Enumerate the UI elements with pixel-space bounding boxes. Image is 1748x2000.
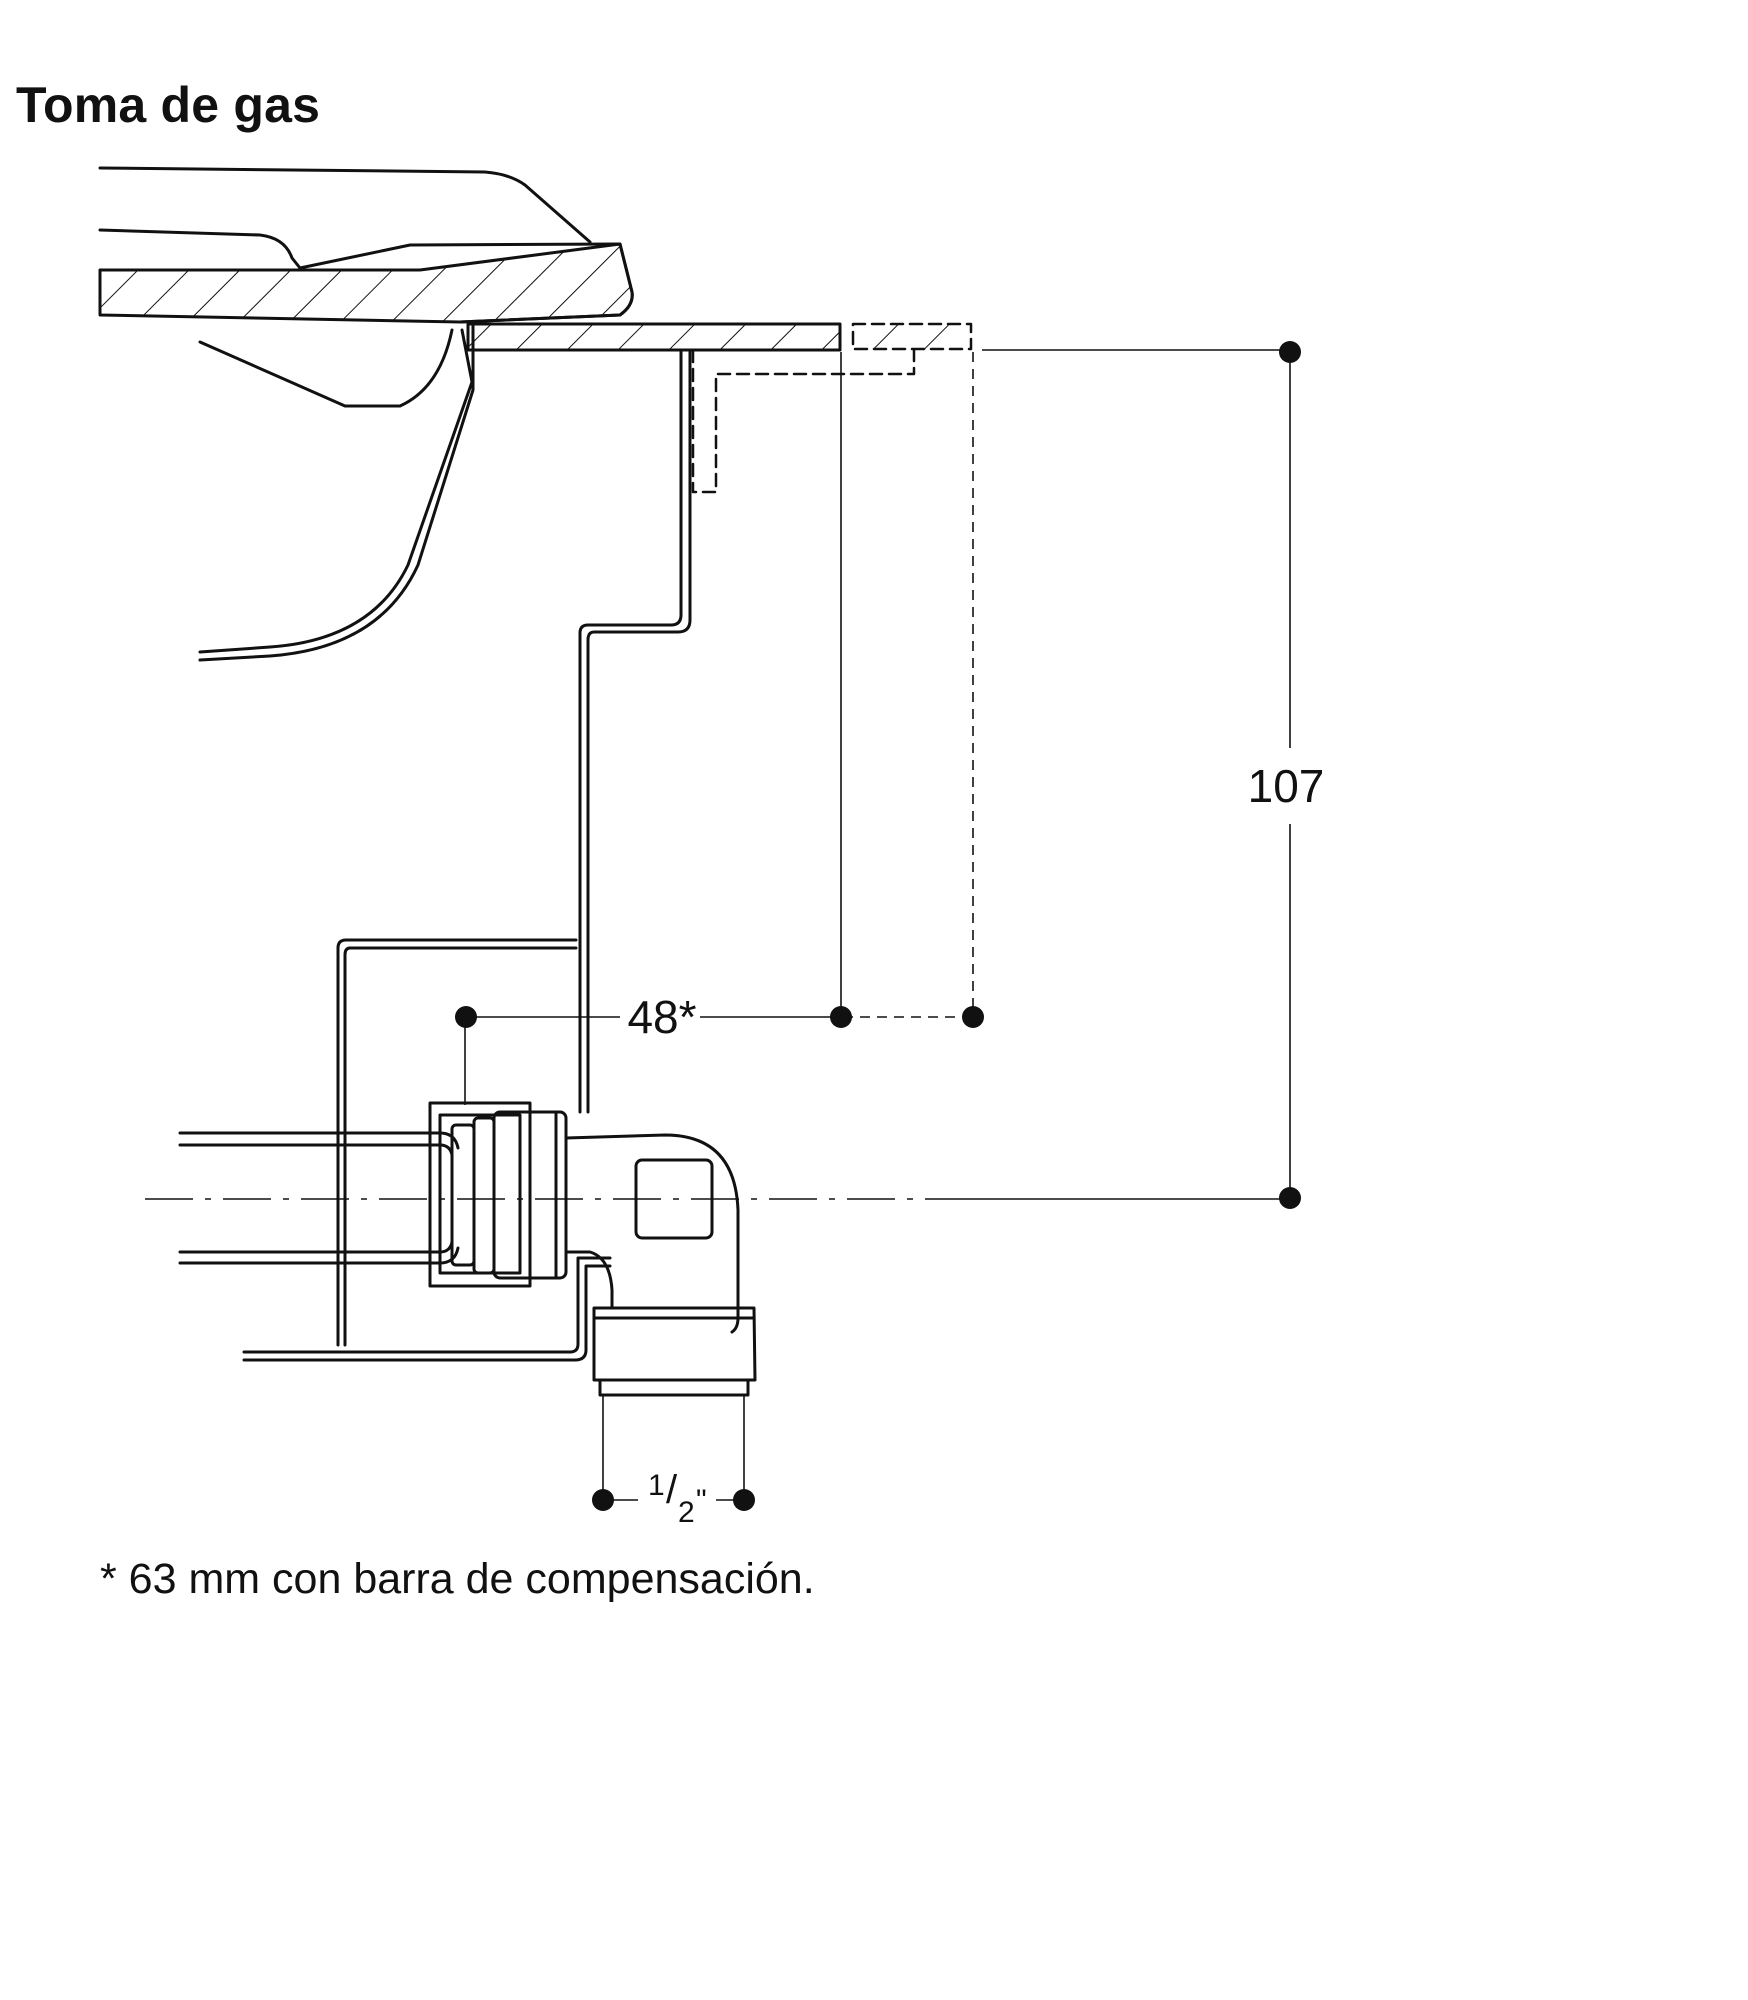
- dimension-dot: [592, 1489, 614, 1511]
- dimension-dot: [733, 1489, 755, 1511]
- thread-fraction-slash: /: [666, 1468, 678, 1512]
- worktop-section: [98, 242, 634, 324]
- appliance-housing-outline: [578, 350, 692, 1114]
- mounting-bracket-outline: [242, 938, 612, 1362]
- dimension-dot: [830, 1006, 852, 1028]
- compensation-bar-outline: [691, 322, 973, 494]
- elbow-connector-outline: [564, 1133, 757, 1397]
- footnote: * 63 mm con barra de compensación.: [100, 1555, 815, 1603]
- dimension-dot: [962, 1006, 984, 1028]
- page-title: Toma de gas: [16, 77, 321, 133]
- burner-body-outline: [198, 322, 475, 662]
- height-dimension-label: 107: [1248, 760, 1325, 812]
- depth-dimension-label: 48*: [627, 991, 696, 1043]
- dimension-dot: [1279, 1187, 1301, 1209]
- pipe-fitting-outline: [428, 1101, 568, 1288]
- thread-size-label: 1 / 2 ": [648, 1468, 707, 1529]
- hob-edge-section: [466, 322, 842, 352]
- thread-denominator: 2: [678, 1496, 695, 1529]
- dimension-dot: [455, 1006, 477, 1028]
- gas-pipe-outline: [178, 1131, 460, 1265]
- thread-numerator: 1: [648, 1469, 665, 1502]
- thread-unit: ": [696, 1484, 707, 1517]
- dimension-dot: [1279, 341, 1301, 363]
